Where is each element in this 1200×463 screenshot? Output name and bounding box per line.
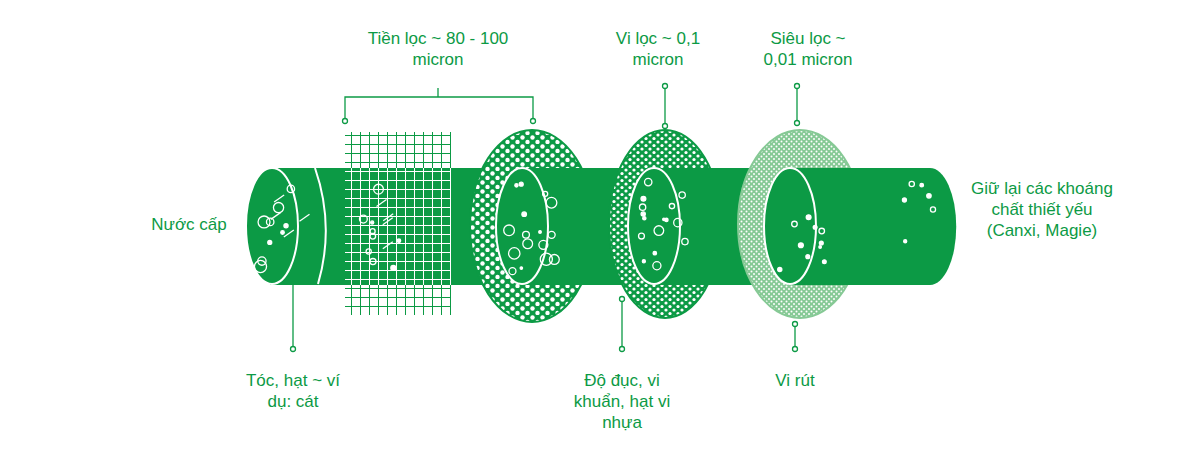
pipe — [788, 168, 956, 285]
stage-label: Vi lọc ~ 0,1 micron — [603, 28, 713, 70]
particles — [254, 178, 935, 274]
removed-label: Tóc, hạt ~ ví dụ: cát — [233, 370, 353, 412]
stage-label: Tiền lọc ~ 80 - 100 micron — [353, 28, 523, 70]
input-label: Nước cấp — [139, 214, 239, 235]
pipe-face — [496, 168, 548, 284]
leader-line — [291, 84, 800, 352]
prefilter-grid — [345, 168, 451, 285]
pipe-face — [628, 168, 680, 284]
removed-label: Độ đục, vi khuẩn, hạt vi nhựa — [565, 370, 680, 433]
removed-label: Vi rút — [750, 370, 840, 391]
pipe-face — [764, 168, 816, 284]
output-label: Giữ lại các khoáng chất thiết yếu (Canxi… — [970, 178, 1115, 241]
stage-label: Siêu lọc ~ 0,01 micron — [753, 28, 863, 70]
pipe-face — [246, 168, 298, 284]
prefilter-grid — [345, 132, 451, 315]
